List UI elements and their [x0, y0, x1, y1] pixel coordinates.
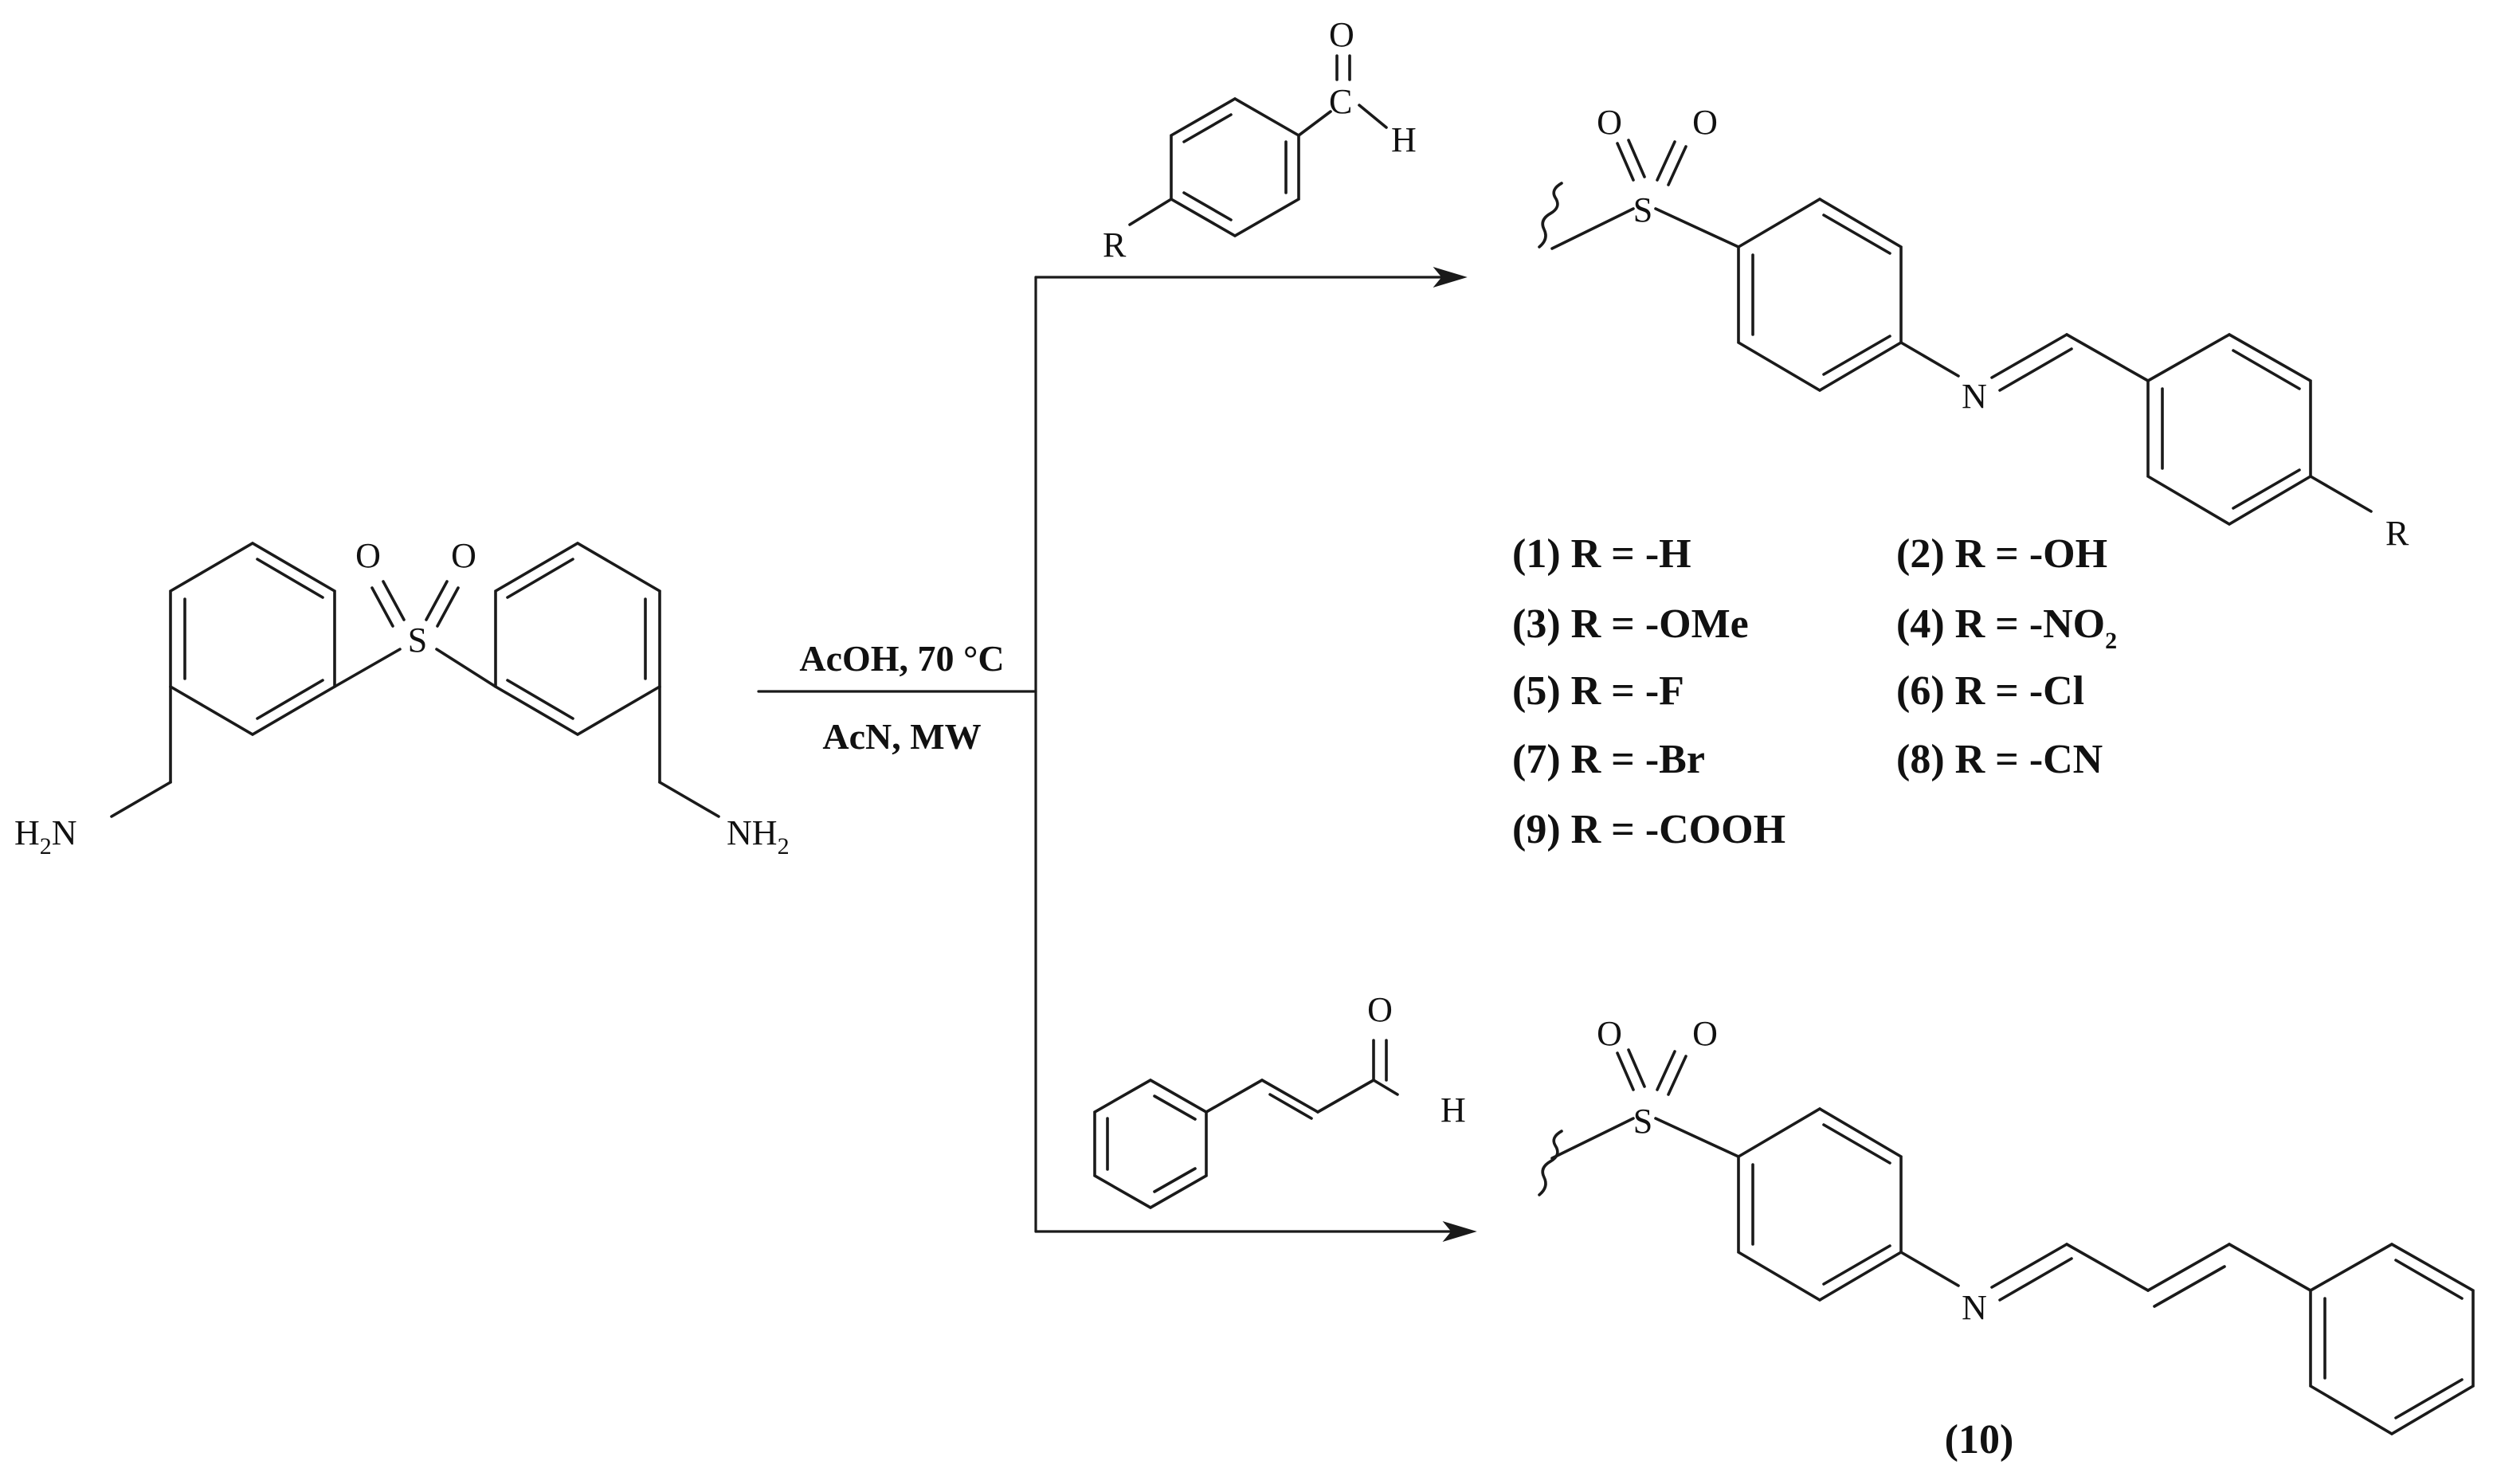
wavy-bond-upper	[1538, 182, 1563, 249]
substituent-7: (7) R = -Br	[1512, 737, 1705, 782]
lower-arrowhead	[1442, 1221, 1477, 1242]
cinnamaldehyde-ring	[1093, 1078, 1208, 1210]
substituent-5: (5) R = -F	[1512, 668, 1684, 714]
substituent-4: (4) R = -NO2	[1896, 601, 2117, 654]
lower-aryl-ring-1	[1737, 1106, 1903, 1302]
substituent-9: (9) R = -COOH	[1512, 807, 1785, 852]
lower-sulfur: S	[1633, 1102, 1652, 1141]
upper-arrowhead	[1433, 267, 1468, 288]
substituent-1: (1) R = -H	[1512, 531, 1691, 577]
substituent-table: (1) R = -H (2) R = -OH (3) R = -OMe (4) …	[1512, 531, 2117, 852]
upper-r-group: R	[2385, 514, 2409, 553]
right-amine-label: NH2	[727, 813, 790, 859]
imine-product-upper: S O O N R	[1538, 103, 2409, 553]
lower-phenyl-ring	[2309, 1242, 2475, 1436]
upper-sulfur: S	[1633, 190, 1652, 229]
benzaldehyde-hydrogen: H	[1391, 120, 1417, 159]
cinnamaldehyde-oxygen: O	[1367, 990, 1393, 1029]
wavy-bond-lower	[1538, 1130, 1563, 1196]
condition-top: AcOH, 70 °C	[799, 638, 1004, 679]
lower-oxygen-left: O	[1597, 1014, 1622, 1053]
dapsone-left-ring	[169, 541, 336, 737]
upper-imine-nitrogen: N	[1962, 377, 1987, 416]
benzaldehyde-carbon: C	[1329, 82, 1352, 121]
upper-aryl-ring-1	[1737, 197, 1903, 393]
dapsone-oxygen-left: O	[355, 536, 381, 575]
benzaldehyde-ring	[1170, 96, 1300, 238]
dapsone-sulfur: S	[408, 621, 427, 660]
substituent-3: (3) R = -OMe	[1512, 601, 1749, 647]
left-amine-label: H2N	[14, 813, 77, 859]
substituent-2: (2) R = -OH	[1896, 531, 2107, 577]
substituent-6: (6) R = -Cl	[1896, 668, 2084, 714]
dapsone-structure: S O O H2N NH2	[14, 536, 790, 859]
benzaldehyde-oxygen: O	[1329, 15, 1354, 54]
benzaldehyde-r-group: R	[1103, 225, 1127, 264]
substituent-8: (8) R = -CN	[1896, 737, 2103, 782]
cinnamaldehyde-hydrogen: H	[1441, 1090, 1466, 1130]
upper-oxygen-left: O	[1597, 103, 1622, 142]
product-10-label: (10)	[1945, 1417, 2014, 1462]
lower-oxygen-right: O	[1692, 1014, 1718, 1053]
dapsone-oxygen-right: O	[451, 536, 476, 575]
dapsone-right-ring	[494, 541, 661, 737]
condition-bottom: AcN, MW	[822, 716, 981, 757]
upper-oxygen-right: O	[1692, 103, 1718, 142]
benzaldehyde-reagent: R C O H	[1103, 15, 1417, 264]
imine-product-lower: S O O N (10)	[1538, 1014, 2475, 1462]
cinnamaldehyde-reagent: O H	[1093, 990, 1466, 1210]
lower-imine-nitrogen: N	[1962, 1288, 1987, 1327]
reaction-arrows: AcOH, 70 °C AcN, MW	[757, 267, 1477, 1242]
upper-aryl-ring-2	[2146, 332, 2312, 527]
